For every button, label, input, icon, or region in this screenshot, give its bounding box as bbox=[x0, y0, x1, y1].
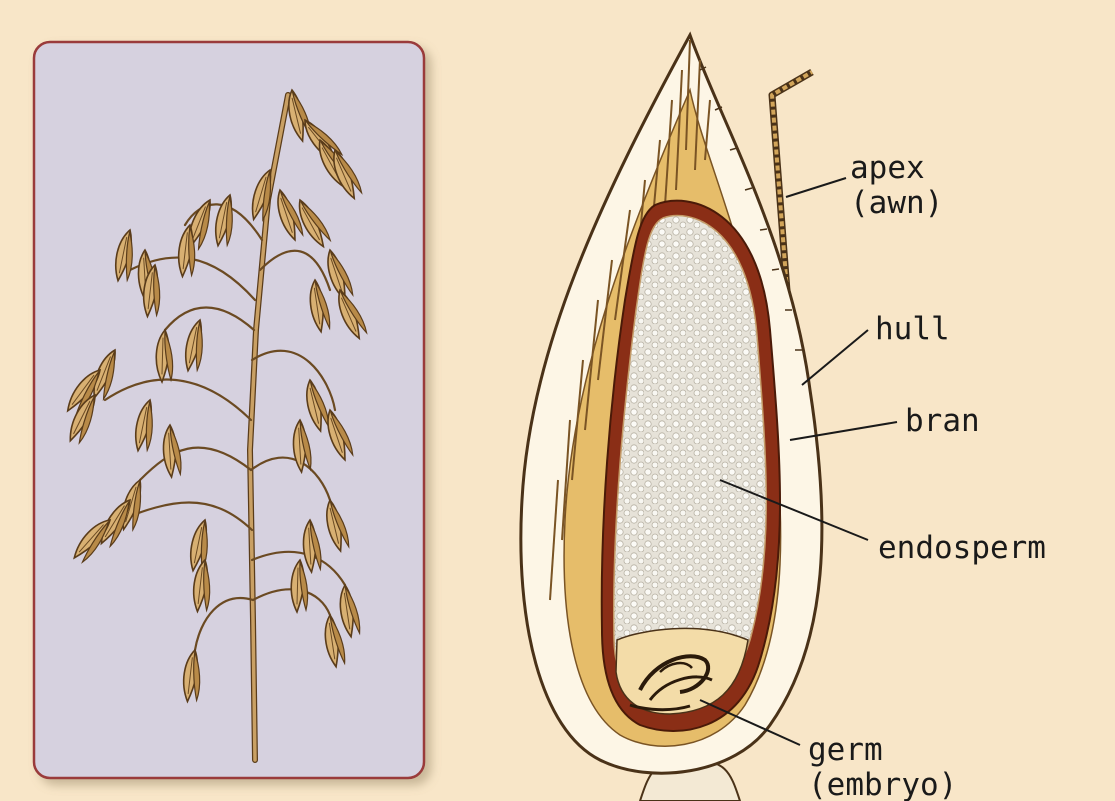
oat-grain-cross-section bbox=[521, 35, 822, 801]
label-bran: bran bbox=[905, 403, 980, 439]
label-germ: germ bbox=[808, 732, 883, 768]
label-embryo: (embryo) bbox=[808, 767, 957, 801]
label-endosperm: endosperm bbox=[878, 530, 1046, 566]
label-hull: hull bbox=[875, 311, 950, 347]
label-apex: apex bbox=[850, 150, 925, 186]
label-awn: (awn) bbox=[850, 185, 943, 221]
